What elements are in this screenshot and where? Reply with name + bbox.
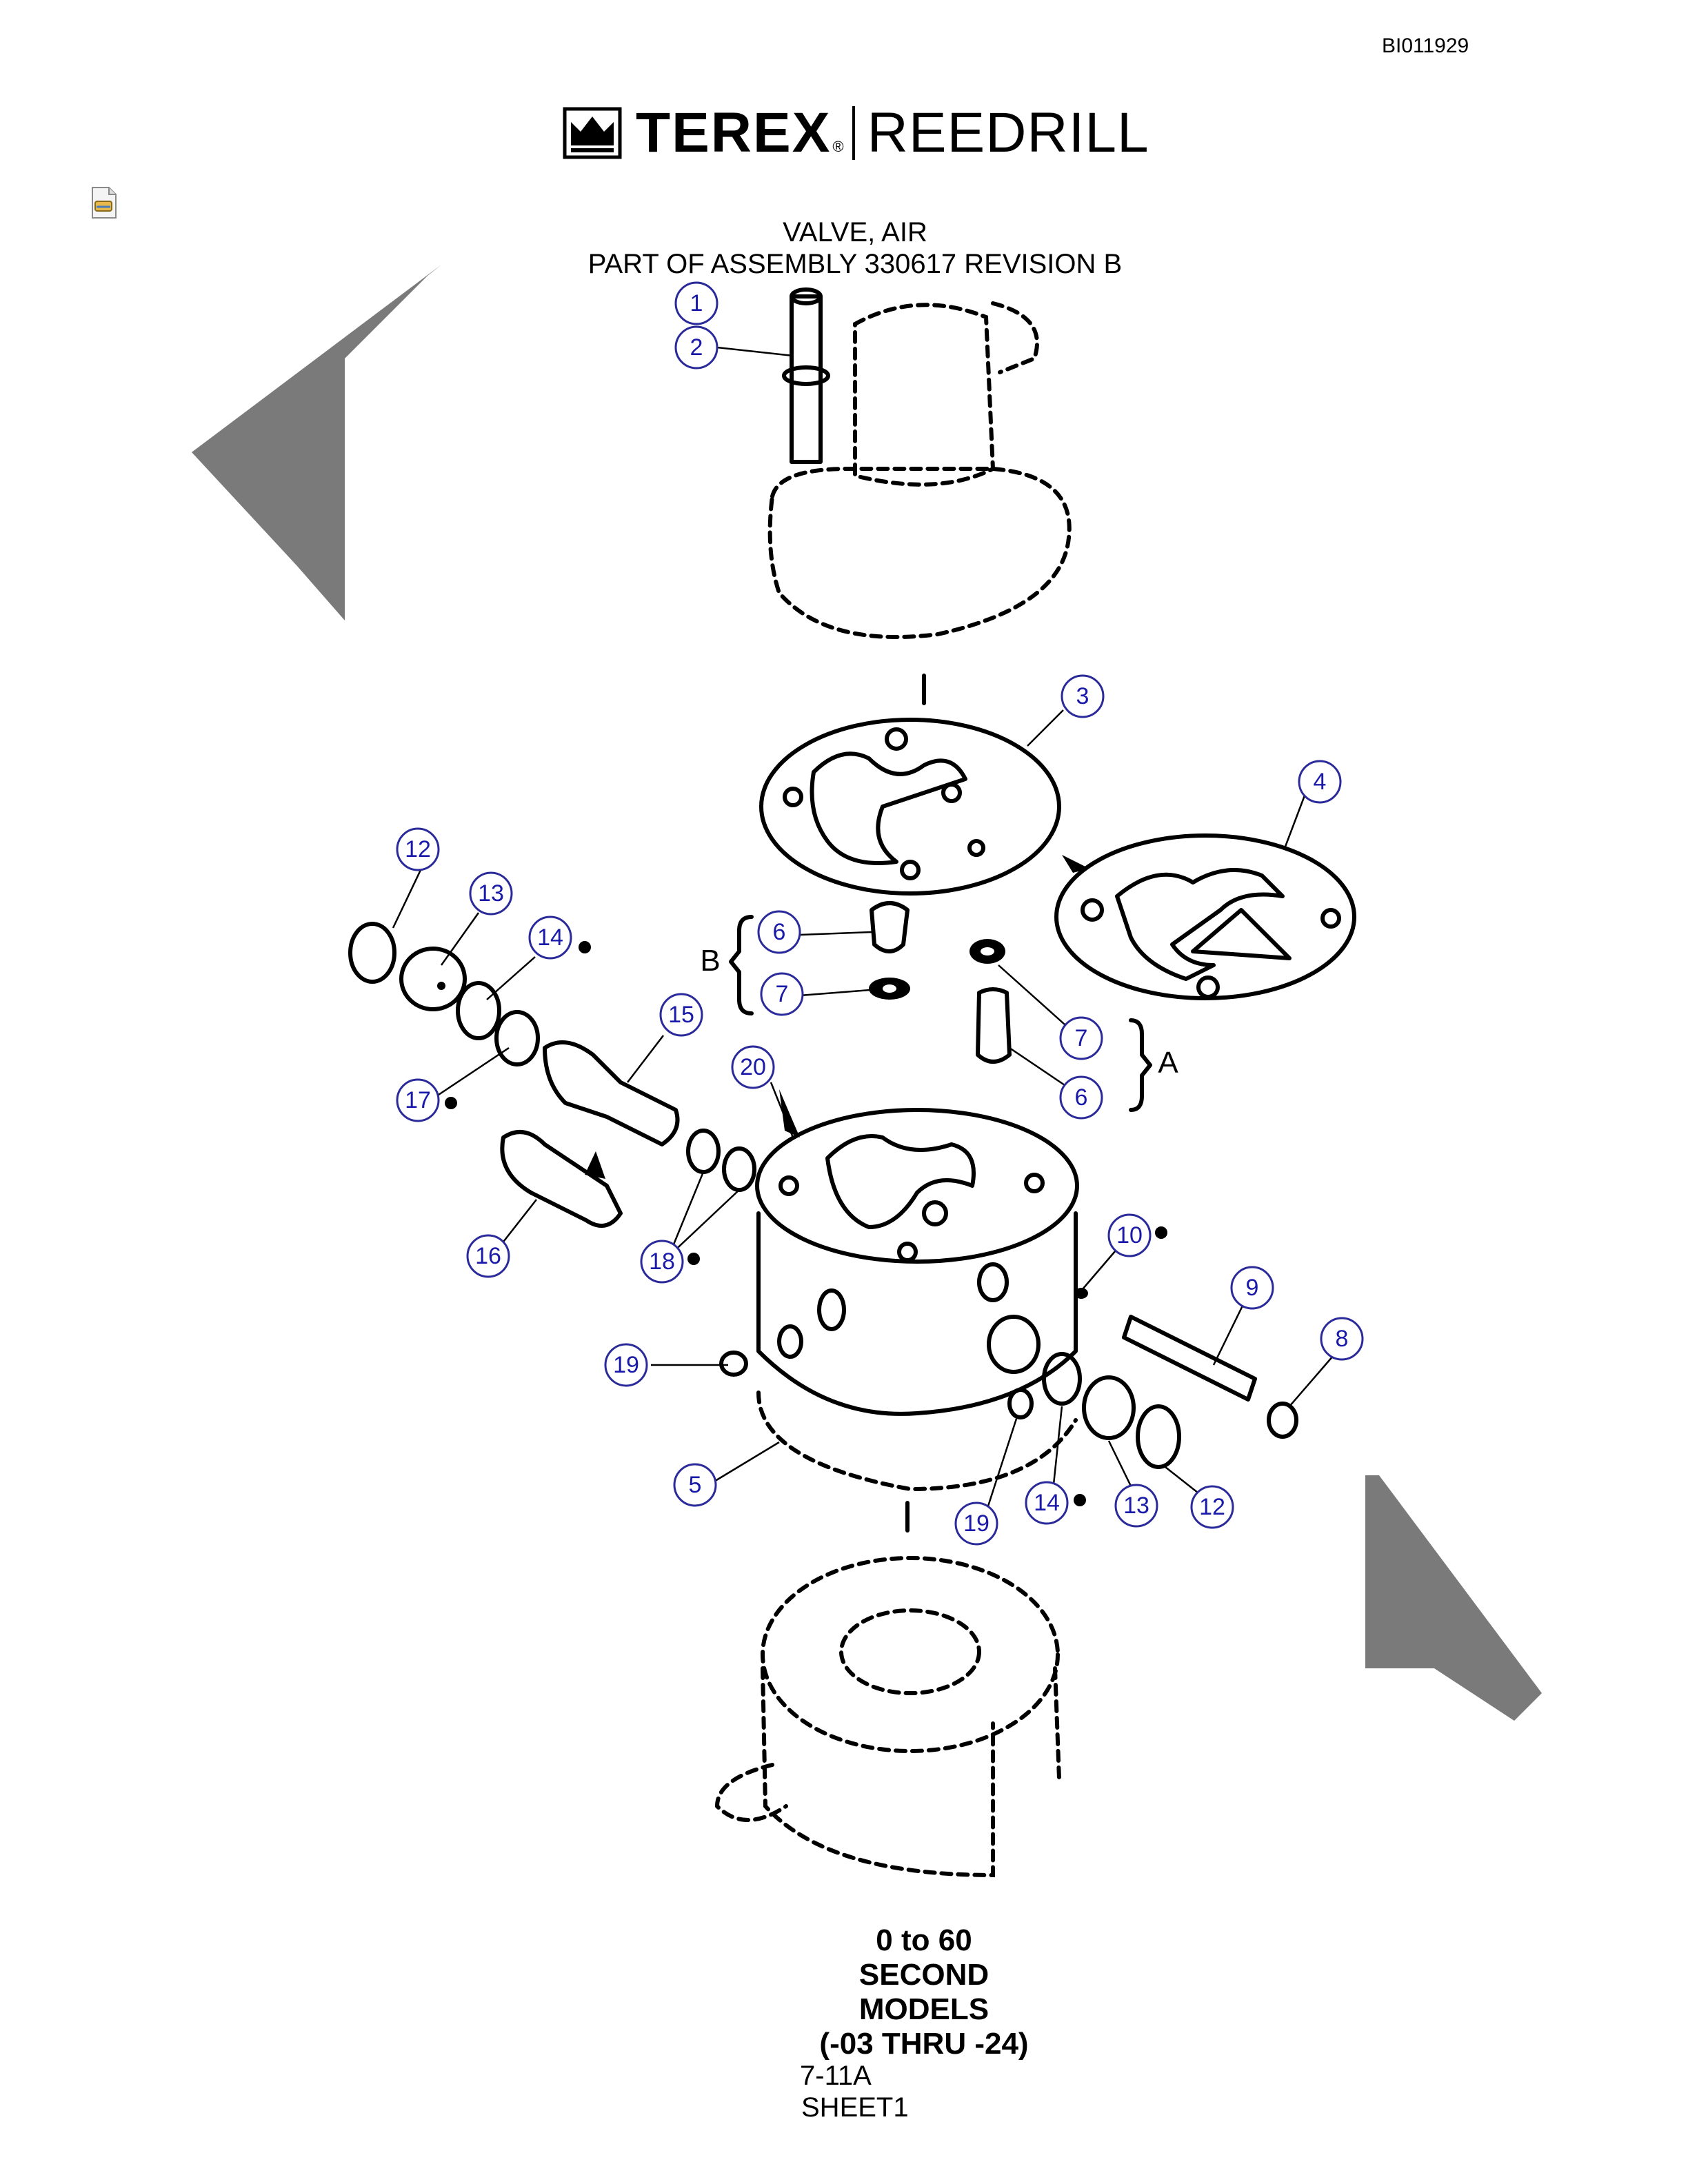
title-line-1: VALVE, AIR [783, 217, 927, 247]
svg-text:19: 19 [963, 1510, 989, 1537]
callout-20[interactable]: 20 [731, 1045, 775, 1089]
svg-text:20: 20 [740, 1054, 766, 1080]
callout-17[interactable]: 17 [396, 1078, 440, 1122]
svg-text:5: 5 [689, 1472, 702, 1498]
brand-terex: TEREX [636, 101, 832, 164]
svg-text:15: 15 [668, 1002, 694, 1028]
callout-13-left[interactable]: 13 [469, 871, 513, 916]
svg-text:18: 18 [649, 1248, 675, 1275]
svg-text:6: 6 [773, 919, 786, 945]
callout-13-right[interactable]: 13 [1114, 1484, 1158, 1528]
svg-text:12: 12 [405, 836, 431, 862]
callout-5[interactable]: 5 [673, 1463, 717, 1507]
bottom-mount [714, 1556, 1061, 1878]
callout-7-right[interactable]: 7 [1059, 1016, 1103, 1060]
svg-text:16: 16 [475, 1243, 501, 1269]
brace-a [1129, 1018, 1152, 1112]
svg-text:19: 19 [613, 1352, 639, 1378]
svg-text:7: 7 [1075, 1025, 1088, 1051]
svg-text:9: 9 [1246, 1275, 1259, 1301]
callout-18[interactable]: 18 [640, 1240, 684, 1284]
callout-9[interactable]: 9 [1230, 1266, 1274, 1310]
svg-text:2: 2 [690, 334, 703, 361]
group-label-b: B [700, 944, 720, 978]
svg-text:10: 10 [1116, 1222, 1143, 1248]
check-valves [869, 901, 1012, 1064]
callout-10[interactable]: 10 [1107, 1213, 1152, 1257]
callout-7-top[interactable]: 7 [760, 972, 804, 1016]
svg-text:3: 3 [1076, 683, 1089, 709]
watermark-left [192, 265, 441, 620]
callout-19-right[interactable]: 19 [954, 1502, 998, 1546]
brace-b [729, 915, 754, 1015]
note-line-3: MODELS [858, 1992, 989, 2026]
callout-12-right[interactable]: 12 [1190, 1485, 1234, 1529]
svg-text:13: 13 [478, 880, 504, 907]
gasket-4 [1054, 833, 1356, 1000]
callout-19-left[interactable]: 19 [604, 1343, 648, 1387]
svg-text:12: 12 [1199, 1494, 1225, 1520]
svg-text:7: 7 [776, 981, 789, 1007]
note-line-1: 0 to 60 [876, 1923, 972, 1957]
terex-crown-icon [563, 107, 622, 159]
note-line-2: SECOND [858, 1958, 989, 1992]
callout-8[interactable]: 8 [1320, 1317, 1364, 1361]
attachment-icon[interactable] [90, 186, 119, 219]
top-housing [767, 301, 1072, 705]
callout-6-right[interactable]: 6 [1059, 1075, 1103, 1120]
callout-2[interactable]: 2 [674, 325, 719, 370]
svg-text:17: 17 [405, 1087, 431, 1113]
part-pin [782, 287, 830, 464]
svg-text:14: 14 [1034, 1490, 1060, 1516]
brand-logo: TEREX ® REEDRILL [563, 103, 1149, 163]
reference-dots [445, 941, 1167, 1506]
callout-14-right[interactable]: 14 [1025, 1481, 1069, 1525]
callout-4[interactable]: 4 [1298, 760, 1342, 804]
note-line-4: (-03 THRU -24) [819, 2027, 1029, 2061]
svg-text:6: 6 [1075, 1084, 1088, 1111]
callout-14-left[interactable]: 14 [528, 916, 572, 960]
left-spool [348, 922, 756, 1228]
svg-text:1: 1 [690, 290, 703, 316]
gasket-3 [759, 718, 1061, 896]
svg-text:13: 13 [1123, 1493, 1149, 1519]
group-label-a: A [1158, 1046, 1178, 1080]
brand-reedrill: REEDRILL [867, 101, 1149, 164]
right-shaft [719, 1288, 1298, 1469]
valve-body [755, 1108, 1079, 1533]
model-notes: 0 to 60 SECOND MODELS (-03 THRU -24) [758, 1923, 1089, 2061]
callout-1[interactable]: 1 [674, 281, 719, 325]
brand-divider [852, 106, 855, 160]
callout-16[interactable]: 16 [466, 1234, 510, 1278]
page-number: 7-11A [800, 2061, 872, 2091]
drawing-title: VALVE, AIR PART OF ASSEMBLY 330617 REVIS… [483, 216, 1227, 280]
callout-12-left[interactable]: 12 [396, 827, 440, 871]
svg-text:8: 8 [1336, 1326, 1349, 1352]
svg-text:4: 4 [1314, 769, 1327, 795]
title-line-2: PART OF ASSEMBLY 330617 REVISION B [587, 249, 1123, 279]
callout-15[interactable]: 15 [659, 993, 703, 1037]
svg-text:14: 14 [537, 924, 563, 951]
callout-3[interactable]: 3 [1061, 674, 1105, 718]
registered-mark: ® [832, 138, 844, 155]
watermark-right [1365, 1475, 1542, 1721]
document-id: BI011929 [1382, 34, 1469, 57]
sheet-label: SHEET1 [801, 2092, 909, 2123]
callout-6-top[interactable]: 6 [757, 910, 801, 954]
